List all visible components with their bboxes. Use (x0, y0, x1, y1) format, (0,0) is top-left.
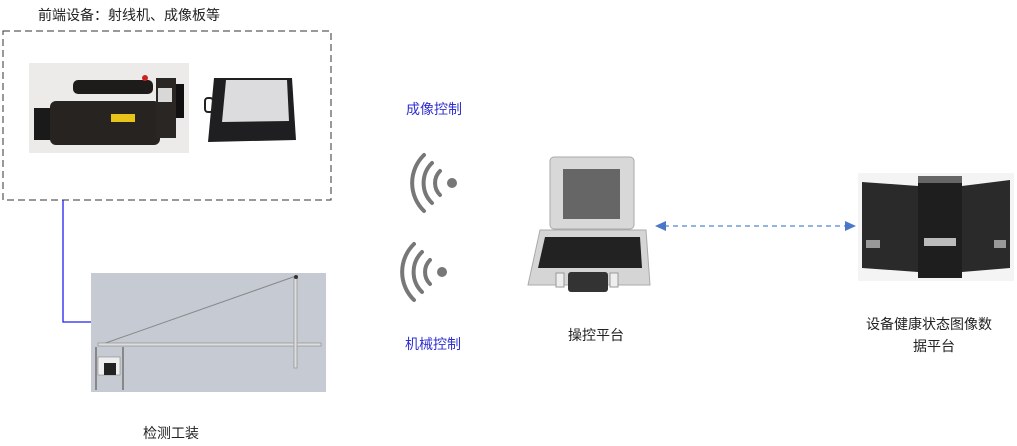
fixture-label: 检测工装 (143, 426, 199, 442)
front-end-title: 前端设备：射线机、成像板等 (38, 8, 220, 24)
imaging-plate-image (204, 78, 296, 142)
fixture-image (91, 273, 326, 392)
connector-line (62, 200, 91, 323)
data-platform-label-line2: 据平台 (913, 339, 955, 355)
bidirectional-arrow (655, 221, 856, 231)
imaging-control-label: 成像控制 (406, 102, 462, 118)
console-label: 操控平台 (568, 328, 624, 344)
front-end-group-box (2, 30, 332, 201)
mechanical-control-label: 机械控制 (405, 337, 461, 353)
data-platform-label-line1: 设备健康状态图像数 (866, 317, 992, 333)
wifi-icon-imaging (410, 153, 457, 213)
xray-machine-image (29, 63, 189, 153)
wifi-icon-mechanical (400, 242, 447, 302)
control-console-image (527, 156, 651, 292)
server-rack-image (858, 173, 1014, 281)
